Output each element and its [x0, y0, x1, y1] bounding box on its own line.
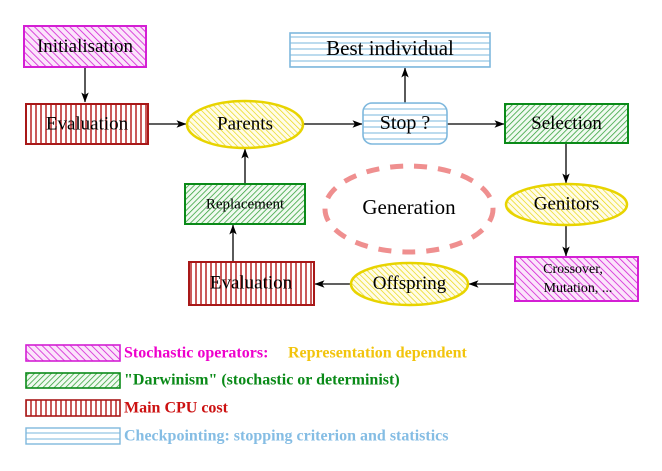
node-stop[interactable]: Stop ? — [362, 102, 448, 145]
genitors-label: Genitors — [534, 193, 599, 214]
node-replacement[interactable]: Replacement — [184, 183, 306, 225]
legend-row-darwinism: "Darwinism" (stochastic or determinist) — [25, 372, 400, 389]
node-crossover[interactable]: Crossover, Mutation, ... — [514, 256, 639, 302]
legend-swatch-green — [25, 372, 121, 389]
legend-label-representation-dependent: Representation dependent — [288, 345, 467, 362]
legend-label-main-cpu-cost: Main CPU cost — [124, 400, 229, 417]
legend-row-main-cpu-cost: Main CPU cost — [25, 399, 229, 417]
genitors-ellipse[interactable] — [504, 182, 629, 227]
node-evaluation-top[interactable]: Evaluation — [25, 103, 149, 145]
evaluation-bot-box[interactable] — [188, 261, 315, 306]
legend-label-checkpointing: Checkpointing: stopping criterion and st… — [124, 428, 448, 445]
crossover-box[interactable] — [514, 256, 639, 302]
node-evaluation-bot[interactable]: Evaluation — [188, 261, 315, 306]
node-best-individual[interactable]: Best individual — [289, 32, 491, 68]
node-parents[interactable]: Parents — [185, 99, 305, 150]
replacement-box[interactable] — [184, 183, 306, 225]
parents-ellipse[interactable] — [185, 99, 305, 150]
legend: Stochastic operators: Representation dep… — [25, 344, 467, 445]
edge-group — [81, 67, 570, 288]
legend-row-stochastic-operators: Stochastic operators: Representation dep… — [25, 344, 467, 362]
selection-label: Selection — [531, 113, 602, 134]
node-offspring[interactable]: Offspring — [349, 261, 470, 307]
initialisation-label: Initialisation — [37, 36, 134, 57]
offspring-ellipse[interactable] — [349, 261, 470, 307]
replacement-label: Replacement — [206, 196, 285, 212]
node-generation: Generation — [322, 163, 496, 255]
legend-label-stochastic-operators: Stochastic operators: — [124, 345, 268, 362]
stop-label: Stop ? — [380, 112, 431, 134]
parents-label: Parents — [217, 113, 273, 134]
legend-swatch-magenta — [25, 344, 121, 362]
evaluation-bot-label: Evaluation — [210, 272, 293, 293]
generation-label: Generation — [362, 195, 456, 219]
selection-box[interactable] — [504, 103, 629, 144]
initialisation-box[interactable] — [23, 25, 147, 68]
evaluation-top-label: Evaluation — [46, 113, 129, 134]
stop-box[interactable] — [362, 102, 448, 145]
legend-swatch-blue — [25, 427, 121, 445]
crossover-label-line2: Mutation, ... — [544, 281, 613, 296]
legend-row-checkpointing: Checkpointing: stopping criterion and st… — [25, 427, 448, 445]
node-genitors[interactable]: Genitors — [504, 182, 629, 227]
node-initialisation[interactable]: Initialisation — [23, 25, 147, 68]
best-individual-box[interactable] — [289, 32, 491, 68]
best-individual-label: Best individual — [326, 36, 454, 60]
legend-label-darwinism: "Darwinism" (stochastic or determinist) — [124, 372, 400, 389]
node-selection[interactable]: Selection — [504, 103, 629, 144]
crossover-label-line1: Crossover, — [543, 262, 603, 277]
offspring-label: Offspring — [373, 273, 447, 294]
generation-dashed-ellipse — [322, 163, 496, 255]
legend-swatch-red — [25, 399, 121, 417]
evaluation-top-box[interactable] — [25, 103, 149, 145]
